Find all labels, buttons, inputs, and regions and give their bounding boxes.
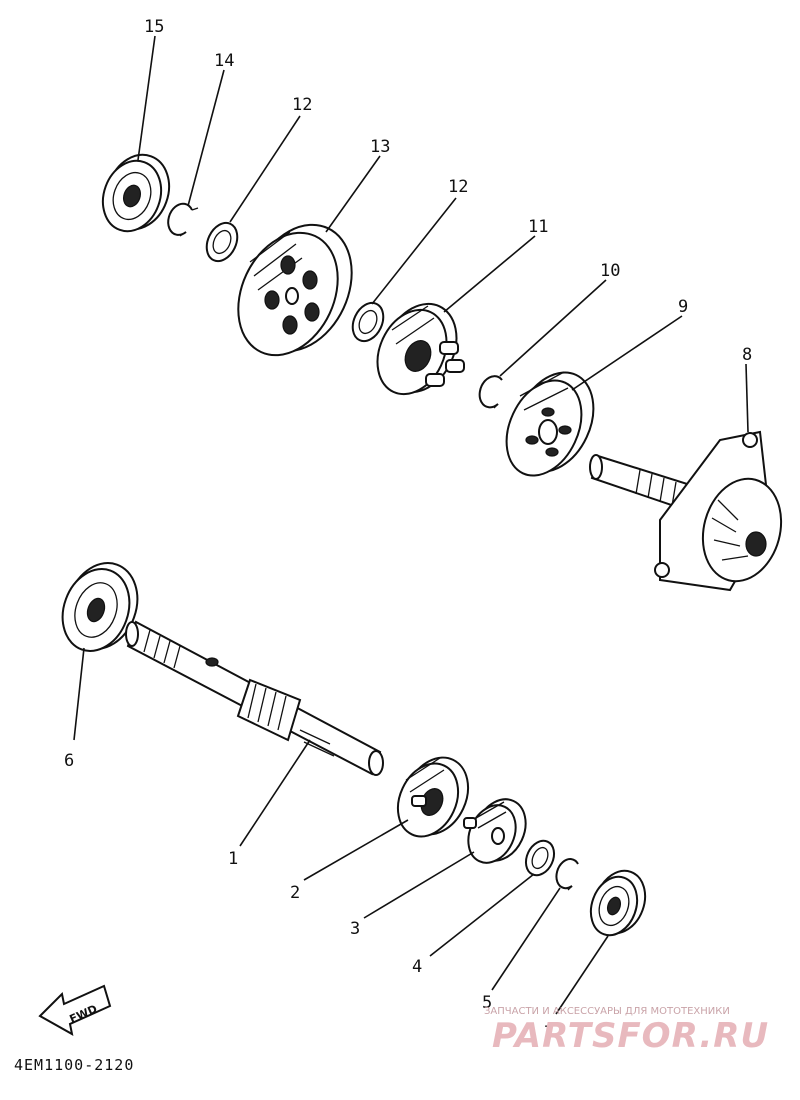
watermark-caption: ЗАПЧАСТИ И АКСЕССУАРЫ ДЛЯ МОТОТЕХНИКИ <box>484 1006 730 1017</box>
callout-5: 5 <box>482 993 492 1013</box>
part-12-washer-upper <box>205 221 239 263</box>
callout-12-upper: 12 <box>292 95 312 115</box>
callout-4: 4 <box>412 957 422 977</box>
part-9-gear <box>505 371 595 477</box>
watermark-logo: PARTSFOR.RU <box>492 1016 770 1056</box>
part-4-washer <box>524 839 556 877</box>
part-6-bearing <box>61 562 139 652</box>
leader-lines <box>73 35 749 1015</box>
callout-14: 14 <box>214 51 234 71</box>
part-2-dog-clutch <box>396 756 470 838</box>
part-11-dog-gear <box>376 302 465 396</box>
callout-3: 3 <box>350 919 360 939</box>
callout-6: 6 <box>64 751 74 771</box>
part-14-circlip <box>167 202 199 237</box>
callout-1: 1 <box>228 849 238 869</box>
part-13-gear <box>237 223 353 357</box>
callout-13: 13 <box>370 137 390 157</box>
part-7-bearing <box>589 869 647 937</box>
callout-10: 10 <box>600 261 620 281</box>
part-1-shaft <box>125 620 384 776</box>
callout-11: 11 <box>528 217 548 237</box>
part-10-circlip <box>478 375 503 409</box>
part-3-gear <box>463 798 527 864</box>
part-12-washer-lower <box>351 301 385 343</box>
callout-8: 8 <box>742 345 752 365</box>
callout-9: 9 <box>678 297 688 317</box>
diagram-code: 4EM1100-2120 <box>14 1056 135 1074</box>
callout-15: 15 <box>144 17 164 37</box>
part-8-shaft-assembly <box>589 430 783 592</box>
callout-12-lower: 12 <box>448 177 468 197</box>
part-15-bearing <box>101 153 171 233</box>
callouts: 15 14 12 13 12 11 10 9 8 6 1 2 3 4 5 7 <box>64 17 752 1043</box>
fwd-arrow-icon: FWD <box>38 984 112 1036</box>
part-5-circlip <box>555 858 579 891</box>
callout-2: 2 <box>290 883 300 903</box>
callout-7: 7 <box>544 1023 554 1043</box>
